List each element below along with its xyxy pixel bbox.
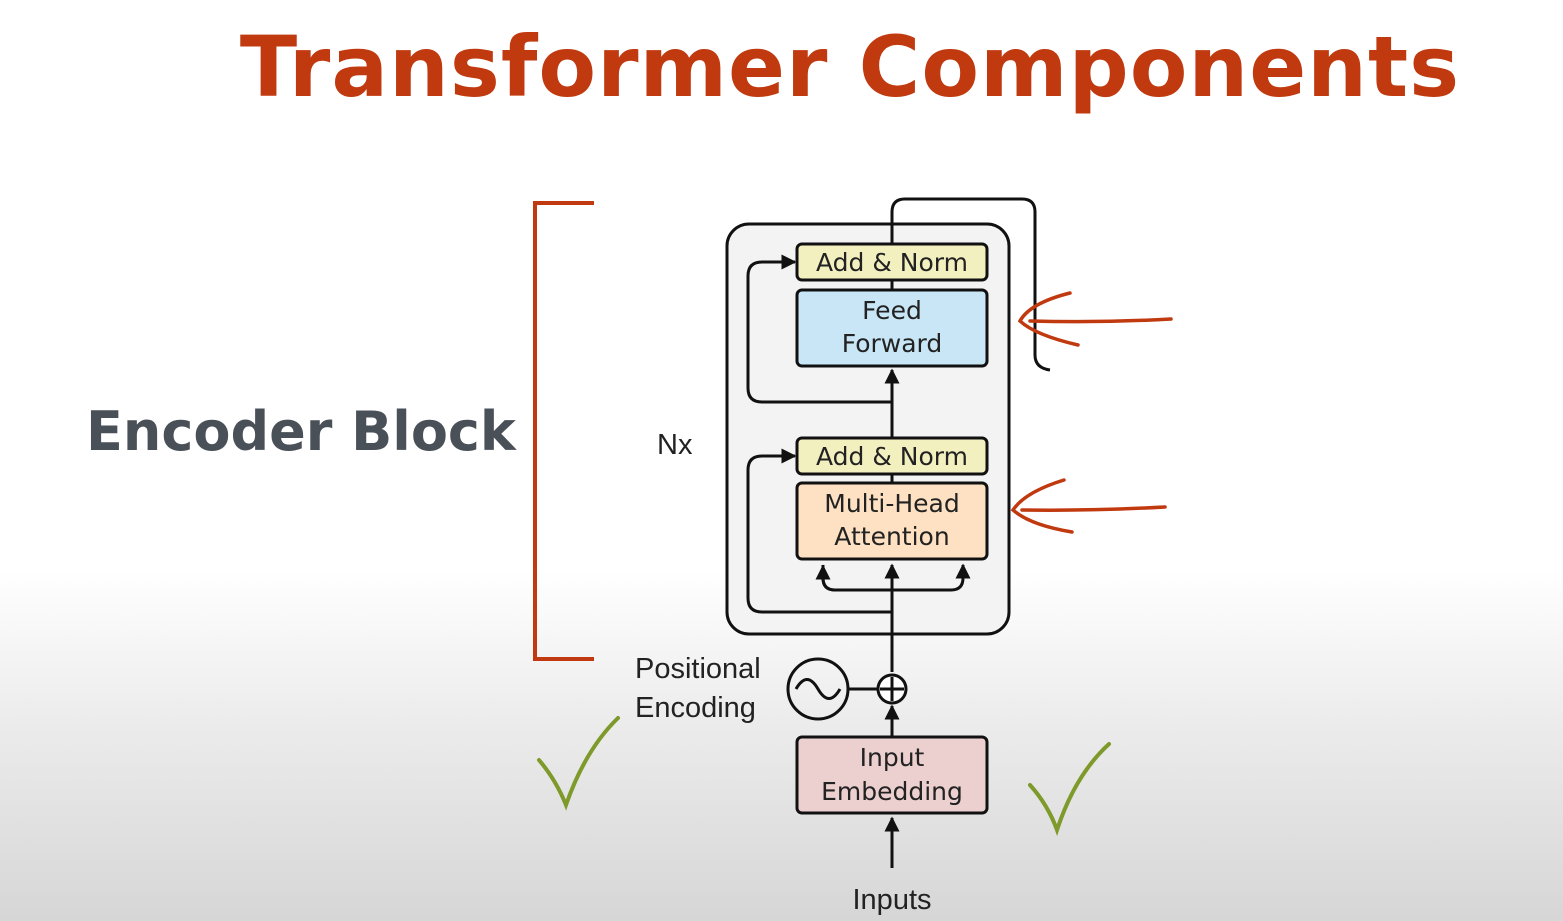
encoder-panel — [725, 222, 1011, 636]
add-norm-top-block — [795, 242, 989, 282]
repeat-label: Nx — [657, 429, 693, 461]
inputs-label: Inputs — [853, 884, 932, 916]
attention-label-line2: Attention — [834, 522, 949, 551]
positional-encoding-label-line2: Encoding — [635, 692, 756, 724]
feed-forward-label-line1: Feed — [862, 296, 922, 325]
add-norm-bottom-block — [795, 436, 989, 476]
feed-forward-block — [795, 288, 989, 368]
slide-title: Transformer Components — [239, 18, 1461, 116]
feed-forward-annotation-arrow — [1017, 291, 1173, 347]
input-embedding-label-line1: Input — [860, 743, 925, 772]
attention-q-arrow — [815, 564, 836, 592]
encoder-bracket — [533, 201, 594, 661]
encoder-block-label: Encoder Block — [86, 400, 516, 463]
input-embedding-label-line2: Embedding — [821, 777, 963, 806]
add-norm-top-label: Add & Norm — [816, 248, 968, 277]
add-norm-bottom-label: Add & Norm — [816, 442, 968, 471]
input-embedding-checkmark-icon — [1028, 742, 1111, 837]
positional-encoding-checkmark-icon — [537, 716, 620, 811]
attention-label-line1: Multi-Head — [824, 489, 960, 518]
residual-feedforward — [746, 254, 892, 404]
feed-forward-label-line2: Forward — [842, 329, 943, 358]
residual-attention — [746, 448, 892, 614]
input-embedding-block — [795, 735, 989, 815]
positional-encoding-label-line1: Positional — [635, 653, 761, 685]
output-line — [890, 197, 1051, 372]
multi-head-attention-block — [795, 481, 989, 561]
sine-wave — [794, 678, 842, 700]
attention-annotation-arrow — [1010, 478, 1167, 534]
